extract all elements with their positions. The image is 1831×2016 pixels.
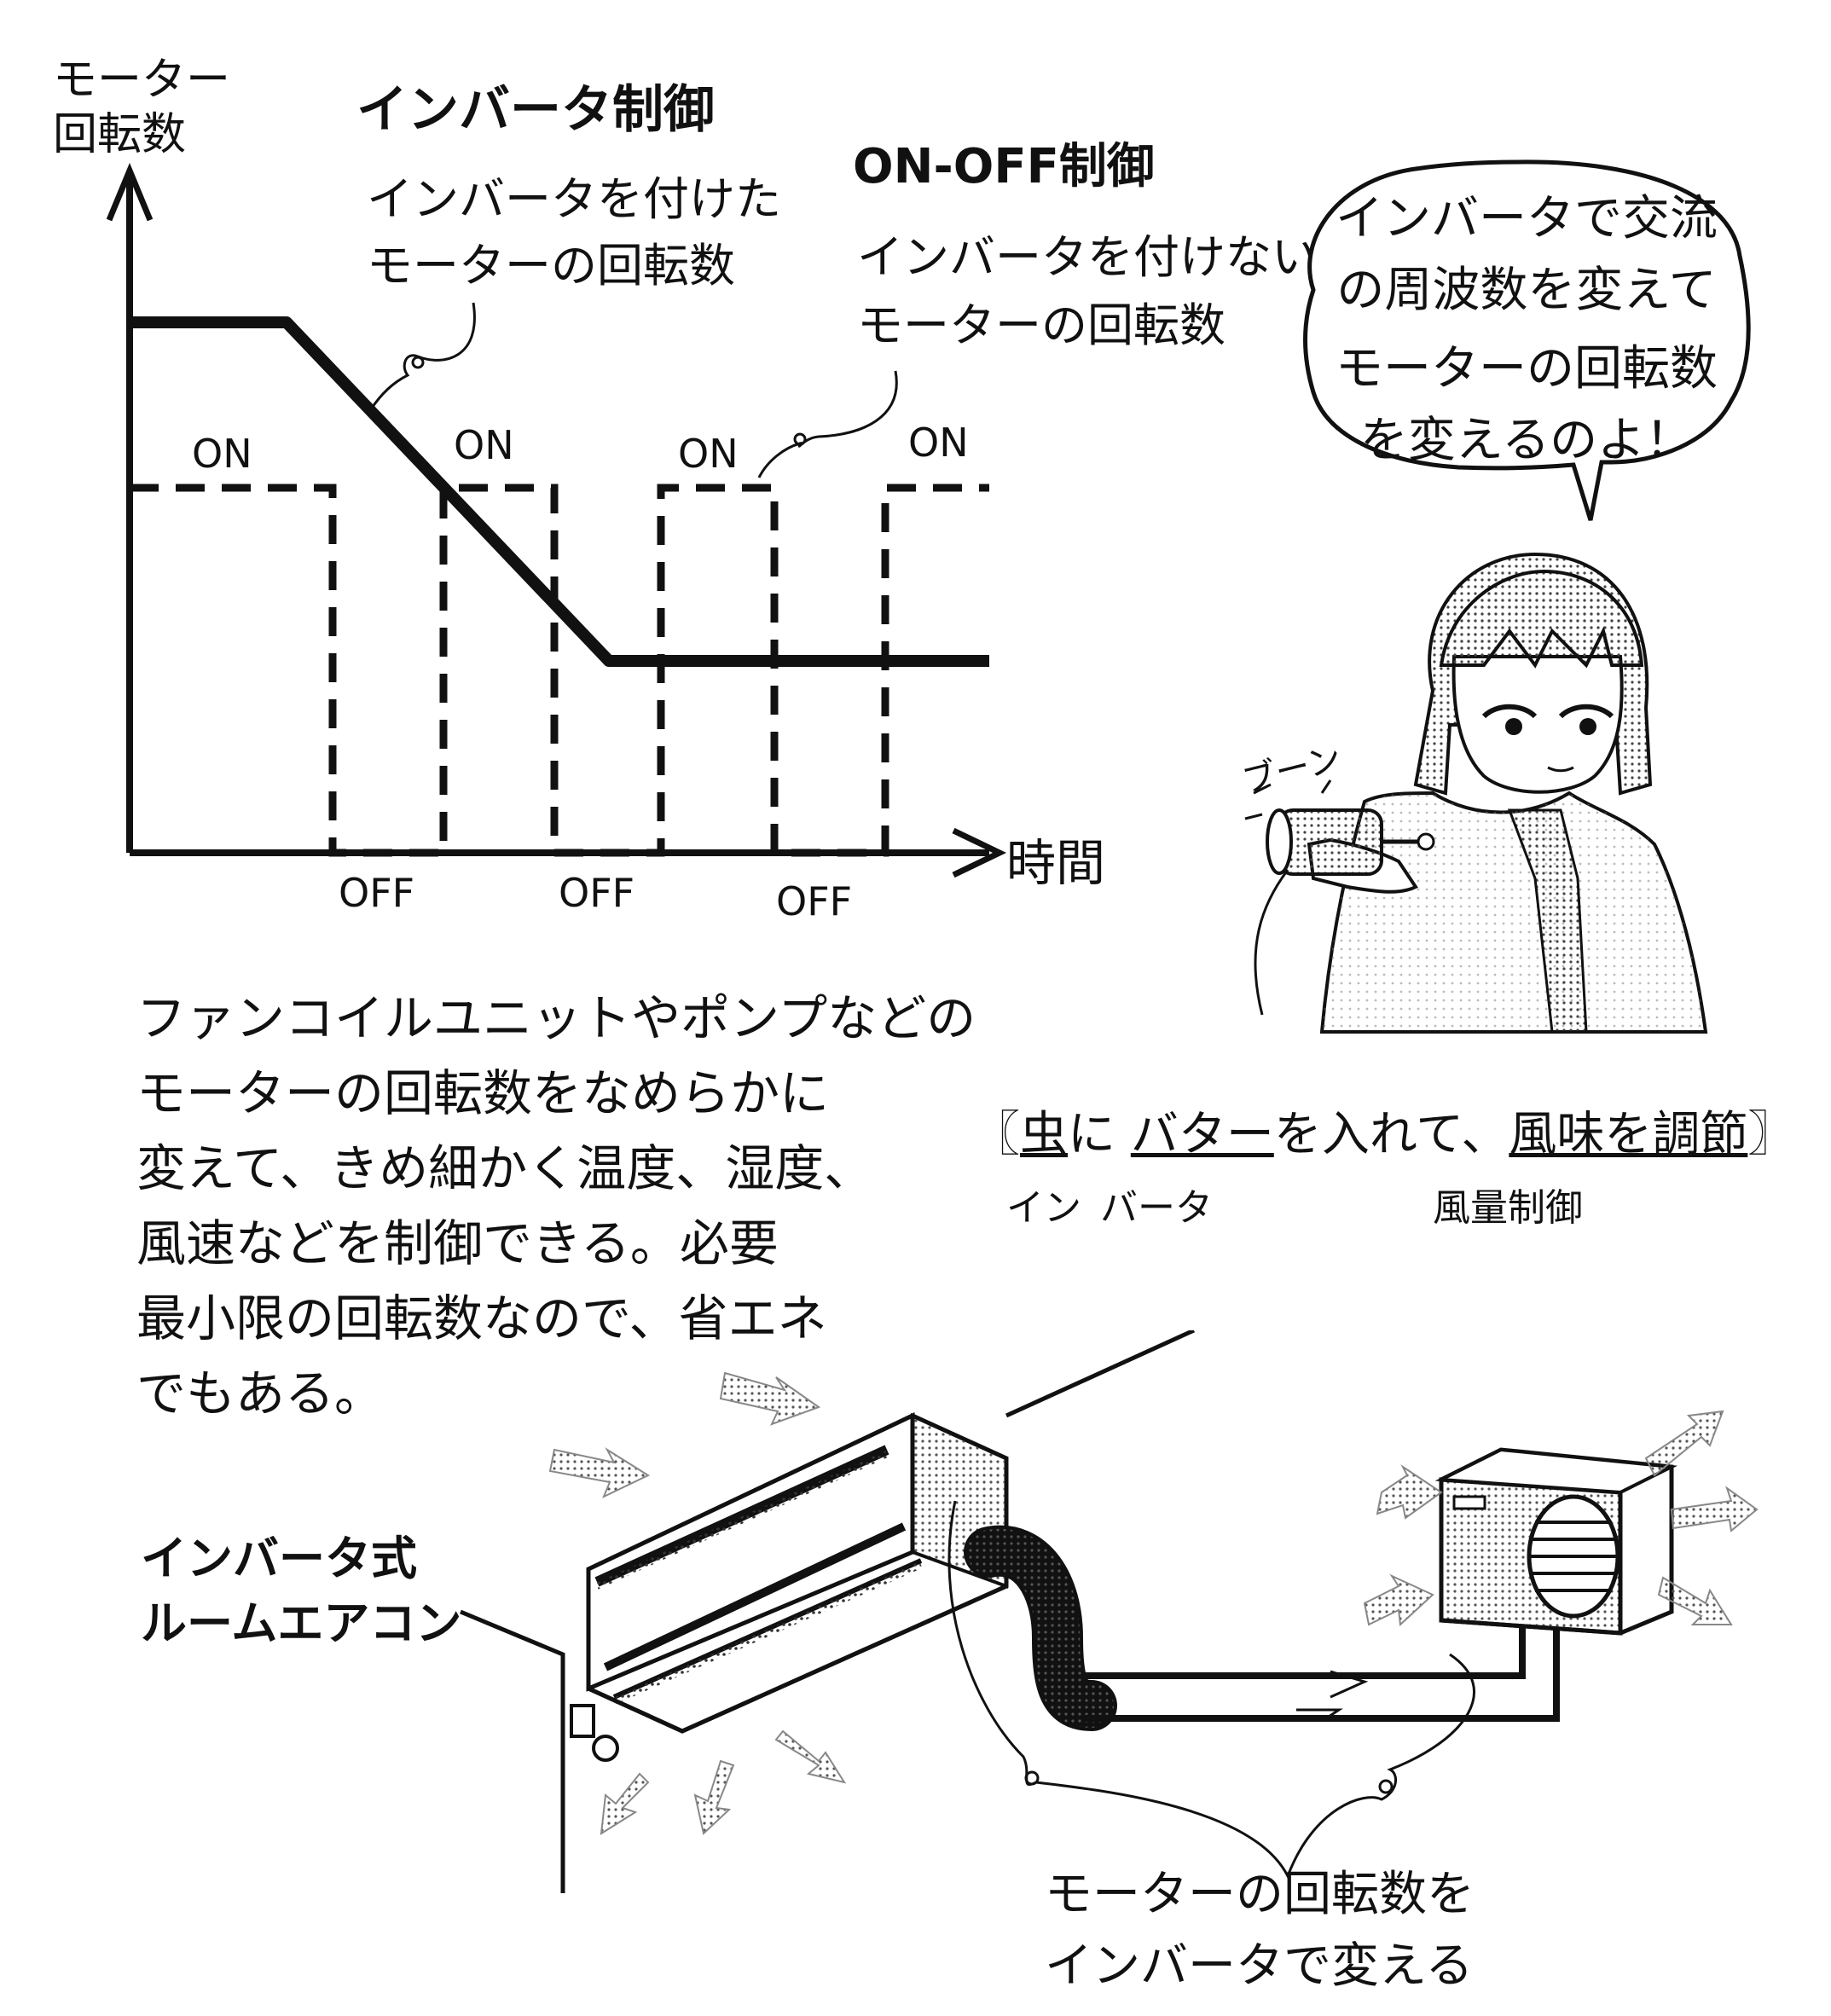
pun-close-bracket: 〗 — [1747, 1107, 1796, 1162]
description-paragraph: ファンコイルユニットやポンプなどの モーターの回転数をなめらかに 変えて、きめ細… — [136, 981, 976, 1431]
speech-bubble — [1303, 159, 1751, 521]
onoff-desc-line1: インバータを付けない — [857, 230, 1318, 284]
description-line-1: ファンコイルユニットやポンプなどの — [136, 989, 976, 1047]
y-axis-label: モーター 回転数 — [53, 53, 230, 162]
pun-reading-in: イン — [1006, 1186, 1081, 1230]
face — [1451, 655, 1624, 794]
onoff-speed-line — [130, 484, 989, 857]
x-axis-arrow — [952, 827, 1007, 878]
inverter-title: インバータ制御 — [356, 80, 715, 140]
pun-phrase: 〖虫に バターを入れて、風味を調節〗 — [972, 1096, 1795, 1165]
description-line-4: 風速などを制御できる。必要 — [136, 1214, 779, 1272]
onoff-callout-line — [757, 370, 898, 478]
aircon-label: インバータ式 ルームエアコン — [141, 1526, 461, 1656]
y-axis-label-line1: モーター — [53, 55, 231, 106]
onoff-desc-line2: モーターの回転数 — [857, 298, 1225, 352]
pun-reading-furyo: 風量制御 — [1433, 1186, 1583, 1230]
description-line-5: 最小限の回転数なので、省エネ — [136, 1289, 827, 1347]
on-label-2: ON — [454, 422, 514, 468]
pun-reading-bata: バータ — [1100, 1186, 1213, 1230]
inverter-description: インバータを付けた モーターの回転数 — [367, 166, 781, 299]
description-line-2: モーターの回転数をなめらかに — [136, 1064, 830, 1122]
onoff-title: ON-OFF制御 — [853, 139, 1155, 194]
aircon-caption-line2: インバータで変える — [1045, 1938, 1474, 1994]
inverter-desc-line1: インバータを付けた — [367, 172, 781, 226]
description-line-3: 変えて、きめ細かく温度、湿度、 — [136, 1139, 874, 1197]
on-label-1: ON — [192, 431, 252, 477]
aircon-label-line1: インバータ式 — [141, 1532, 417, 1585]
inverter-speed-line — [130, 316, 989, 667]
bubble-line1: インバータで交流 — [1336, 191, 1718, 246]
y-axis-arrow — [106, 162, 154, 222]
pun-word-butter: バター — [1130, 1107, 1274, 1162]
caption-connector — [947, 1500, 1475, 1880]
on-label-3: ON — [678, 431, 739, 477]
bubble-line2: の周波数を変えて — [1336, 263, 1717, 318]
off-label-3: OFF — [776, 878, 853, 924]
air-conditioner-illustration — [460, 1330, 1759, 1893]
wall-outlet-icon — [570, 1704, 595, 1738]
x-axis-label: 時間 — [1006, 834, 1106, 892]
off-label-2: OFF — [559, 870, 635, 916]
aircon-caption: モーターの回転数を インバータで変える — [1045, 1859, 1475, 2002]
refrigerant-pipe-upper — [1083, 1620, 1526, 1679]
indoor-unit — [586, 1412, 1009, 1734]
speech-bubble-outline — [1303, 159, 1751, 521]
onoff-description: インバータを付けない モーターの回転数 — [857, 223, 1318, 360]
room-ceiling-line — [1005, 1330, 1196, 1418]
on-label-4: ON — [908, 420, 969, 466]
pun-particle-ni: に — [1068, 1107, 1115, 1162]
pun-word-fumi: 風味を調節 — [1509, 1107, 1748, 1162]
bubble-line3: モーターの回転数 — [1336, 341, 1718, 397]
off-label-1: OFF — [339, 870, 415, 916]
airflow-arrows — [548, 1371, 1759, 1835]
motor-icon — [1254, 808, 1435, 1016]
pun-phrase-irete: を入れて、 — [1273, 1107, 1509, 1162]
bubble-line4: を変えるのよ！ — [1359, 413, 1694, 468]
refrigerant-pipe-lower — [1083, 1620, 1560, 1722]
speech-bubble-text: インバータで交流 の周波数を変えて モーターの回転数 を変えるのよ！ — [1313, 183, 1740, 477]
aircon-caption-line1: モーターの回転数を — [1045, 1867, 1475, 1922]
aircon-label-line2: ルームエアコン — [141, 1596, 462, 1650]
inverter-desc-line2: モーターの回転数 — [367, 239, 735, 293]
control-graph — [106, 162, 1007, 878]
description-line-6: でもある。 — [136, 1364, 385, 1422]
y-axis-label-line2: 回転数 — [53, 109, 187, 160]
room-wall-left — [460, 1609, 565, 1893]
outdoor-unit — [1434, 1447, 1678, 1636]
inverter-callout-line — [369, 302, 476, 410]
scientist-character — [1244, 552, 1708, 1034]
pun-word-mushi: 虫 — [1020, 1107, 1068, 1162]
pun-open-bracket: 〖 — [972, 1107, 1020, 1162]
